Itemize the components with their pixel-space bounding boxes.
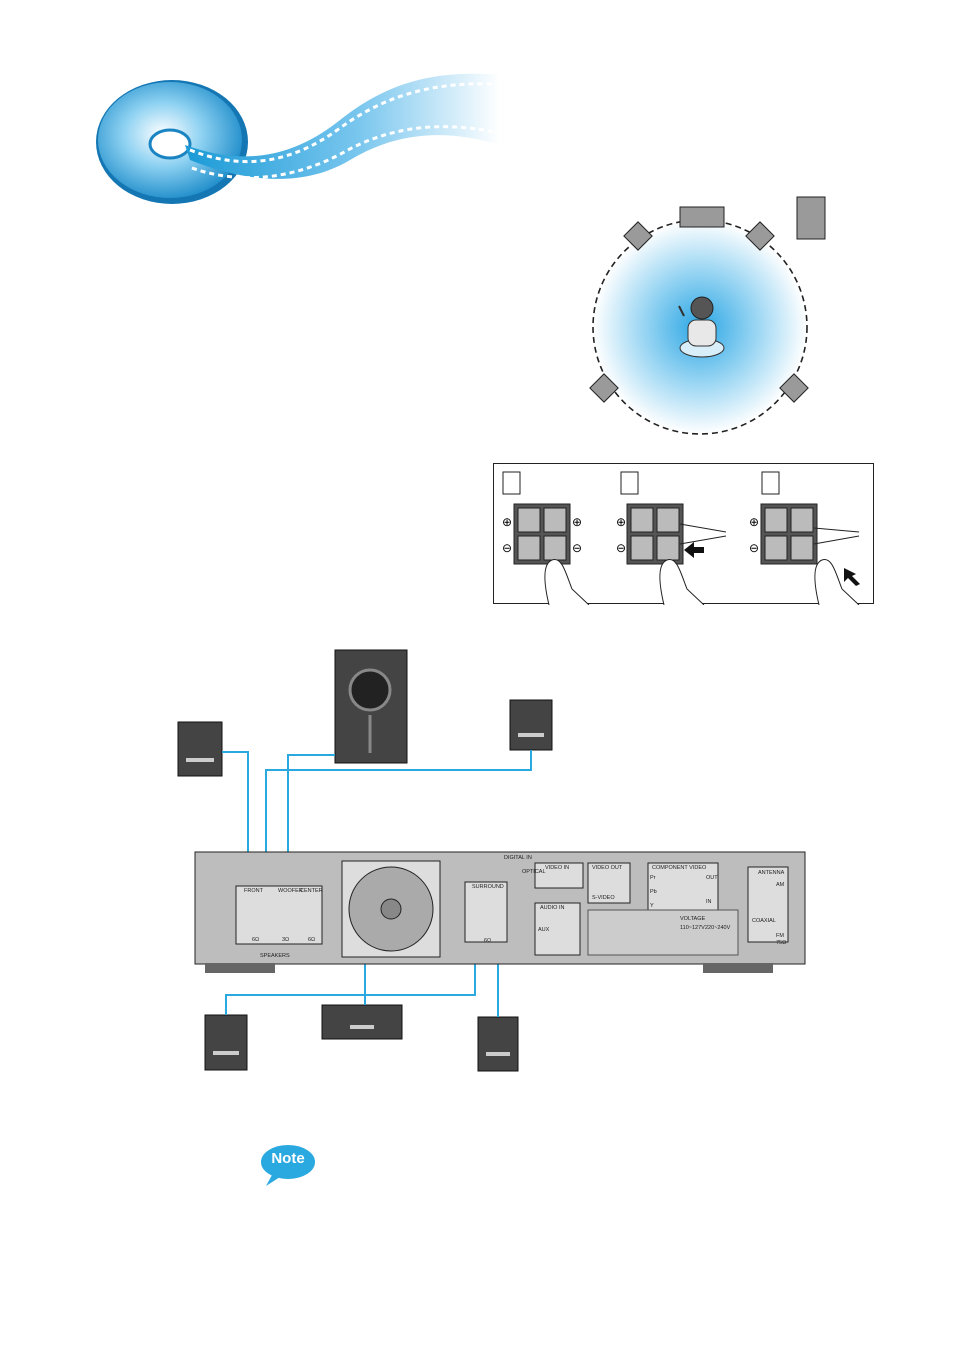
step-2: ⊕⊖ — [616, 471, 727, 606]
label-pr: Pr — [650, 875, 656, 881]
surround-left-speaker-icon — [589, 373, 619, 403]
subwoofer-icon — [796, 196, 826, 240]
note-badge: Note — [258, 1142, 318, 1192]
panel-labels: FRONT WOOFER CENTER SPEAKERS 6Ω 3Ω 6Ω SU… — [244, 855, 786, 959]
label-svideo: S-VIDEO — [592, 895, 615, 901]
connection-diagram: FRONT WOOFER CENTER SPEAKERS 6Ω 3Ω 6Ω SU… — [170, 645, 820, 1075]
svg-text:⊖: ⊖ — [502, 541, 512, 555]
label-digital-in: DIGITAL IN — [504, 855, 532, 861]
speaker-layout-diagram — [580, 190, 830, 445]
svg-text:⊖: ⊖ — [572, 541, 582, 555]
label-ohm-front: 6Ω — [252, 937, 259, 943]
svg-text:⊕: ⊕ — [572, 515, 582, 529]
surround-right-speaker — [477, 1016, 519, 1072]
front-right-speaker — [509, 699, 553, 751]
label-v220: 220~240V — [705, 925, 731, 931]
label-woofer: WOOFER — [278, 888, 303, 894]
label-video-out: VIDEO OUT — [592, 865, 623, 871]
label-ohm-center: 6Ω — [308, 937, 315, 943]
label-am: AM — [776, 882, 785, 888]
surround-left-speaker — [204, 1014, 248, 1071]
label-audio-in: AUDIO IN — [540, 905, 564, 911]
center-speaker-icon — [679, 206, 725, 228]
note-label: Note — [271, 1150, 305, 1167]
listener-icon — [678, 296, 725, 358]
label-coaxial: COAXIAL — [752, 918, 776, 924]
svg-text:⊕: ⊕ — [616, 515, 626, 529]
label-ohm-surround: 6Ω — [484, 938, 491, 944]
label-75ohm: 75Ω — [776, 940, 786, 946]
disc-film-icon — [96, 73, 500, 204]
label-ohm-woofer: 3Ω — [282, 937, 289, 943]
front-left-speaker — [177, 721, 223, 777]
step-3: ⊕⊖ — [749, 471, 860, 606]
receiver-back-panel — [194, 851, 806, 973]
label-in: IN — [706, 899, 712, 905]
svg-text:⊕: ⊕ — [749, 515, 759, 529]
label-v110: 110~127V — [680, 925, 705, 931]
label-surround: SURROUND — [472, 884, 504, 890]
label-y: Y — [650, 903, 654, 909]
label-component-video: COMPONENT VIDEO — [652, 865, 707, 871]
label-antenna: ANTENNA — [758, 870, 785, 876]
label-pb: Pb — [650, 889, 657, 895]
surround-right-speaker-icon — [779, 373, 809, 403]
label-front: FRONT — [244, 888, 264, 894]
label-speakers: SPEAKERS — [260, 953, 290, 959]
label-aux: AUX — [538, 927, 550, 933]
connection-steps-panel: ⊕⊖ ⊕⊖ ⊕⊖ ⊕⊖ — [493, 463, 874, 606]
header-graphic — [90, 70, 500, 210]
subwoofer-speaker — [334, 649, 408, 764]
center-speaker — [321, 1004, 403, 1040]
step-1: ⊕ ⊖ ⊕ ⊖ — [502, 471, 590, 606]
label-optical: OPTICAL — [522, 869, 546, 875]
front-left-speaker-icon — [623, 221, 653, 251]
svg-text:⊖: ⊖ — [616, 541, 626, 555]
label-video-in: VIDEO IN — [545, 865, 569, 871]
label-center: CENTER — [300, 888, 323, 894]
label-fm: FM — [776, 933, 784, 939]
svg-text:⊕: ⊕ — [502, 515, 512, 529]
label-voltage: VOLTAGE — [680, 916, 705, 922]
front-right-speaker-icon — [745, 221, 775, 251]
label-out: OUT — [706, 875, 718, 881]
svg-text:⊖: ⊖ — [749, 541, 759, 555]
